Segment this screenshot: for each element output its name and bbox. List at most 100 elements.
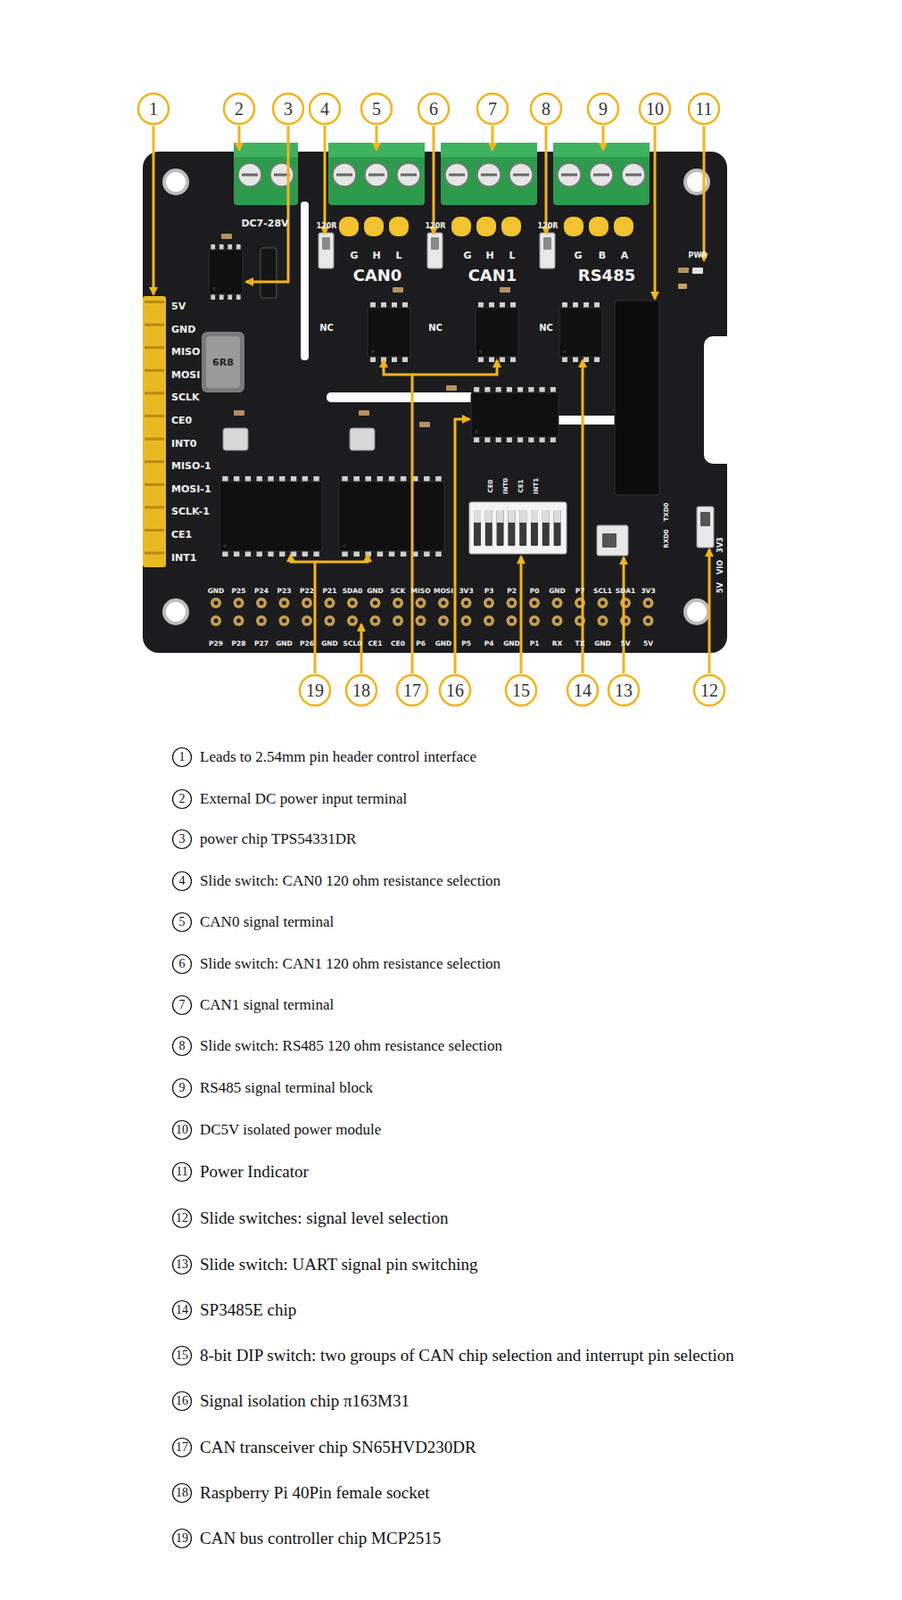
- pin-name: GND: [594, 640, 612, 648]
- header-hole: [415, 615, 427, 627]
- header-hole-center: [214, 601, 219, 606]
- item-number-circle: 3: [171, 828, 193, 851]
- pin-name: SCLK-1: [171, 506, 210, 517]
- can-controller: [219, 476, 323, 557]
- item-description: RS485 signal terminal block: [199, 1079, 373, 1098]
- terminal-screw: [364, 163, 389, 187]
- callout-circle: 13: [606, 673, 641, 708]
- screw-slot: [400, 173, 417, 177]
- item-number-circle: 15: [171, 1345, 193, 1367]
- resistor-label: 120R: [537, 223, 559, 231]
- power-label: DC7-28V: [240, 218, 289, 229]
- resistor-label: 120R: [425, 223, 447, 231]
- item-description: CAN transceiver chip SN65HVD230DR: [199, 1438, 477, 1458]
- header-hole: [210, 597, 222, 609]
- leader-line: [314, 554, 368, 563]
- level-label: 5V: [717, 582, 725, 594]
- item-number: 17: [171, 1437, 193, 1459]
- item-number-circle: 16: [171, 1390, 193, 1413]
- dip-toggle: [496, 510, 505, 547]
- chip-body: [475, 307, 519, 357]
- header-hole: [483, 615, 495, 627]
- header-hole: [620, 615, 631, 627]
- callout-circle: 19: [297, 673, 332, 708]
- terminal-screw: [557, 163, 581, 187]
- board-slot: [326, 392, 479, 403]
- header-hole-center: [509, 601, 514, 606]
- screw-slot: [241, 173, 258, 177]
- callout-number: 16: [438, 673, 472, 708]
- slide-knob: [602, 533, 617, 548]
- header-hole: [279, 615, 290, 627]
- header-hole: [552, 597, 563, 609]
- leader-line: [152, 125, 156, 295]
- leader-line: [602, 125, 605, 150]
- callout-number: 1: [136, 91, 171, 126]
- header-hole: [415, 597, 427, 609]
- slide-knob: [700, 512, 711, 527]
- header-hole-center: [463, 619, 469, 624]
- legend-item: 3 power chip TPS54331DR: [171, 825, 356, 854]
- callout-number: 9: [586, 91, 621, 126]
- dip-label: INT1: [533, 478, 540, 495]
- smd-part: [392, 287, 404, 293]
- pin-name: P27: [254, 640, 269, 648]
- header-hole: [392, 597, 404, 609]
- leader-line: [622, 557, 626, 674]
- header-hole: [256, 615, 267, 627]
- item-number: 4: [171, 870, 193, 893]
- header-hole: [347, 597, 358, 609]
- dip-lever: [496, 510, 505, 523]
- screw-slot: [561, 173, 578, 177]
- mounting-hole: [165, 172, 186, 192]
- callout-circle: 1: [136, 91, 171, 126]
- pin-name: H: [372, 250, 381, 261]
- header-hole: [597, 615, 609, 627]
- pin-name: L: [508, 250, 515, 261]
- item-number: 5: [171, 911, 193, 934]
- terminal-screw: [621, 163, 646, 187]
- header-hole-center: [396, 619, 401, 624]
- item-number-circle: 19: [171, 1528, 193, 1550]
- chip-body: [471, 392, 559, 438]
- pin-name: MOSI-1: [171, 483, 212, 494]
- pin-name: P26: [299, 640, 315, 648]
- legend-item: 6Slide switch: CAN1 120 ohm resistance s…: [171, 950, 501, 979]
- jumper-pin: [451, 216, 472, 237]
- smd-part: [358, 410, 370, 416]
- item-number: 15: [171, 1345, 193, 1367]
- mounting-ring: [162, 168, 190, 196]
- slide-knob: [322, 237, 331, 250]
- header-hole-center: [600, 601, 605, 606]
- dip-toggle: [507, 510, 515, 547]
- item-number-circle: 18: [171, 1482, 193, 1505]
- dip-lever: [485, 510, 493, 523]
- pin-name: A: [620, 250, 629, 261]
- leader-line: [520, 556, 523, 674]
- header-hole-center: [532, 619, 538, 624]
- item-description: 8-bit DIP switch: two groups of CAN chip…: [199, 1346, 735, 1366]
- callout-circle: 15: [504, 673, 538, 708]
- can-controller: [339, 476, 445, 557]
- header-hole-center: [281, 619, 287, 624]
- jumper-pin: [613, 216, 634, 237]
- chip-body: [208, 249, 243, 295]
- pin-name: B: [598, 250, 606, 261]
- chip-dot: [212, 287, 216, 291]
- header-hole-center: [350, 619, 356, 624]
- header-hole-center: [236, 619, 241, 624]
- header-hole-center: [463, 601, 469, 606]
- pin-divider: [144, 300, 165, 304]
- pcb-board: [142, 151, 728, 654]
- callout-number: 18: [344, 673, 379, 708]
- pin-name: L: [395, 250, 402, 261]
- leader-line: [238, 125, 241, 150]
- dip-lever: [542, 510, 550, 523]
- pin-name: TX: [575, 640, 586, 648]
- legend-item: 13Slide switch: UART signal pin switchin…: [171, 1250, 478, 1280]
- callout-number: 6: [416, 91, 451, 126]
- item-description: power chip TPS54331DR: [199, 830, 356, 849]
- crystal: [349, 428, 375, 451]
- header-hole-center: [600, 619, 605, 624]
- item-number-circle: 4: [171, 870, 193, 893]
